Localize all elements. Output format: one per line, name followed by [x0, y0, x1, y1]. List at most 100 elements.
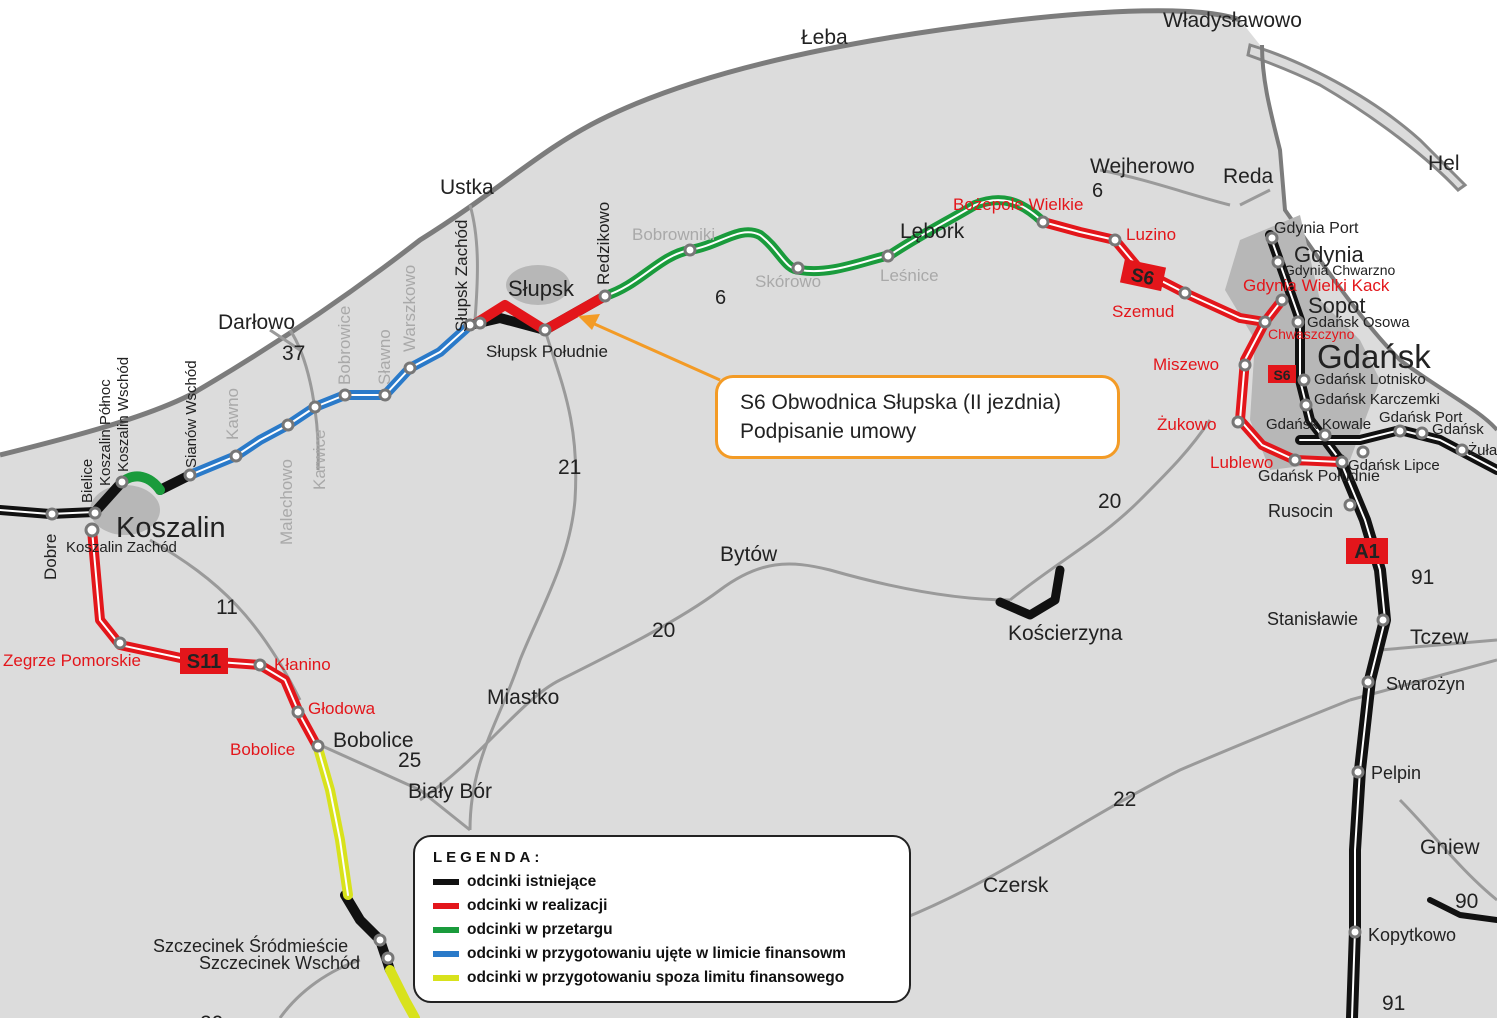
road-prep-out-limit [313, 743, 420, 1018]
label-szczecinek-wschod: Szczecinek Wschód [199, 953, 360, 973]
svg-text:S6: S6 [1129, 265, 1156, 290]
svg-text:Malechowo: Malechowo [277, 459, 296, 545]
legend-swatch-prep-out-limit [433, 975, 459, 981]
svg-text:Gdańsk Port: Gdańsk Port [1379, 409, 1463, 426]
svg-text:90: 90 [1455, 890, 1478, 913]
svg-text:6: 6 [715, 287, 726, 309]
callout-line-2: Podpisanie umowy [740, 420, 917, 443]
label-ustka: Ustka [440, 176, 494, 199]
label-wejherowo: Wejherowo [1090, 155, 1195, 178]
coastline-gulf [1260, 44, 1497, 432]
label-tczew: Tczew [1410, 626, 1469, 649]
label-wladyslawowo: Władysławowo [1163, 9, 1302, 32]
svg-text:Słupsk Południe: Słupsk Południe [486, 342, 608, 361]
label-lebork: Lębork [900, 220, 965, 243]
label-bialy-bor: Biały Bór [408, 780, 492, 803]
land-area [0, 10, 1497, 1018]
svg-text:Dobre: Dobre [41, 534, 60, 580]
svg-text:Chwaszczyno: Chwaszczyno [1268, 326, 1355, 342]
junction-labels-black: Słupsk Zachód Słupsk Południe Redzikowo … [41, 202, 1497, 580]
label-slupsk: Słupsk [508, 276, 575, 301]
label-bobolice: Bobolice [333, 729, 414, 752]
label-rusocin: Rusocin [1268, 501, 1333, 521]
hel-peninsula [1246, 43, 1468, 192]
legend-item-tender: odcinki w przetargu [433, 918, 891, 942]
label-darlowo: Darłowo [218, 311, 295, 334]
svg-text:20: 20 [200, 1012, 223, 1018]
svg-text:Kłanino: Kłanino [274, 655, 331, 674]
legend-swatch-tender [433, 927, 459, 933]
junction-labels-red: Bożepole Wielkie Luzino Szemud Miszewo Ż… [3, 195, 1390, 759]
junction-nodes [45, 215, 1469, 965]
svg-text:Gdańsk: Gdańsk [1432, 421, 1484, 438]
svg-text:S6: S6 [1273, 367, 1290, 383]
label-gdynia: Gdynia [1294, 242, 1364, 267]
legend-label-construction: odcinki w realizacji [467, 897, 608, 914]
svg-text:Koszalin Zachód: Koszalin Zachód [66, 539, 177, 556]
callout-arrow [589, 320, 721, 382]
svg-text:21: 21 [558, 456, 581, 479]
svg-text:Gdańsk Osowa: Gdańsk Osowa [1307, 314, 1410, 331]
svg-text:20: 20 [1098, 490, 1121, 513]
callout-box: S6 Obwodnica Słupska (II jezdnia) Podpis… [715, 375, 1120, 459]
label-swarozyn: Swarożyn [1386, 674, 1465, 694]
label-kopytkowo: Kopytkowo [1368, 925, 1456, 945]
svg-text:Żukowo: Żukowo [1157, 415, 1217, 434]
svg-text:6: 6 [1092, 180, 1103, 202]
svg-text:20: 20 [652, 619, 675, 642]
svg-text:Zegrze Pomorskie: Zegrze Pomorskie [3, 651, 141, 670]
legend-item-construction: odcinki w realizacji [433, 894, 891, 918]
svg-text:Żuła: Żuła [1468, 441, 1497, 459]
legend-item-existing: odcinki istniejące [433, 870, 891, 894]
svg-text:Kawno: Kawno [223, 388, 242, 440]
callout-line-1: S6 Obwodnica Słupska (II jezdnia) [740, 391, 1061, 414]
svg-text:37: 37 [282, 342, 305, 365]
svg-text:25: 25 [398, 749, 421, 772]
legend: LEGENDA: odcinki istniejące odcinki w re… [413, 835, 911, 1003]
junction-labels-gray: Bobrowniki Skórowo Leśnice Kawno Malecho… [223, 225, 939, 545]
label-hel: Hel [1428, 152, 1460, 175]
svg-text:Warszkowo: Warszkowo [400, 265, 419, 352]
svg-text:Sianów Wschód: Sianów Wschód [183, 360, 200, 468]
svg-text:Głodowa: Głodowa [308, 699, 376, 718]
label-szczecinek-srodmiescie: Szczecinek Śródmieście [153, 935, 348, 956]
callout-arrowhead [578, 314, 600, 330]
svg-text:Bobrowice: Bobrowice [335, 306, 354, 385]
svg-text:Słupsk Zachód: Słupsk Zachód [452, 220, 471, 332]
svg-text:Luzino: Luzino [1126, 225, 1176, 244]
svg-text:Koszalin Wschód: Koszalin Wschód [115, 357, 132, 472]
svg-text:A1: A1 [1354, 541, 1380, 563]
svg-text:Szemud: Szemud [1112, 302, 1174, 321]
shield-s6b: S6 [1268, 365, 1296, 383]
svg-text:Miszewo: Miszewo [1153, 355, 1219, 374]
minor-roads [149, 168, 1497, 1018]
svg-text:Bobolice: Bobolice [230, 740, 295, 759]
legend-swatch-construction [433, 903, 459, 909]
svg-text:11: 11 [216, 596, 238, 619]
slupsk-urban [506, 265, 570, 305]
city-labels: Władysławowo Łeba Hel Wejherowo Reda Ust… [116, 9, 1480, 973]
legend-item-prep-in-limit: odcinki w przygotowaniu ujęte w limicie … [433, 942, 891, 966]
legend-label-existing: odcinki istniejące [467, 873, 597, 890]
svg-text:Gdynia Wielki Kack: Gdynia Wielki Kack [1243, 276, 1390, 295]
svg-text:S11: S11 [187, 651, 221, 673]
svg-text:Gdynia Port: Gdynia Port [1274, 220, 1359, 237]
label-bytow: Bytów [720, 543, 778, 566]
shield-a1: A1 [1346, 538, 1388, 564]
svg-text:Bożepole Wielkie: Bożepole Wielkie [953, 195, 1083, 214]
svg-text:Skórowo: Skórowo [755, 272, 821, 291]
legend-label-prep-out-limit: odcinki w przygotowaniu spoza limitu fin… [467, 969, 845, 986]
label-sopot: Sopot [1308, 293, 1366, 318]
legend-swatch-prep-in-limit [433, 951, 459, 957]
label-leba: Łeba [801, 26, 848, 49]
svg-text:Gdańsk Lotnisko: Gdańsk Lotnisko [1314, 371, 1426, 388]
svg-text:Gdańsk Karczemki: Gdańsk Karczemki [1314, 391, 1440, 408]
legend-title: LEGENDA: [433, 849, 544, 866]
label-gdansk: Gdańsk [1317, 338, 1431, 375]
shield-s11: S11 [180, 648, 228, 674]
label-gniew: Gniew [1420, 836, 1480, 859]
road-prep-in-limit [185, 320, 475, 480]
legend-label-prep-in-limit: odcinki w przygotowaniu ujęte w limicie … [467, 945, 846, 962]
svg-text:Koszalin Północ: Koszalin Północ [97, 379, 114, 486]
